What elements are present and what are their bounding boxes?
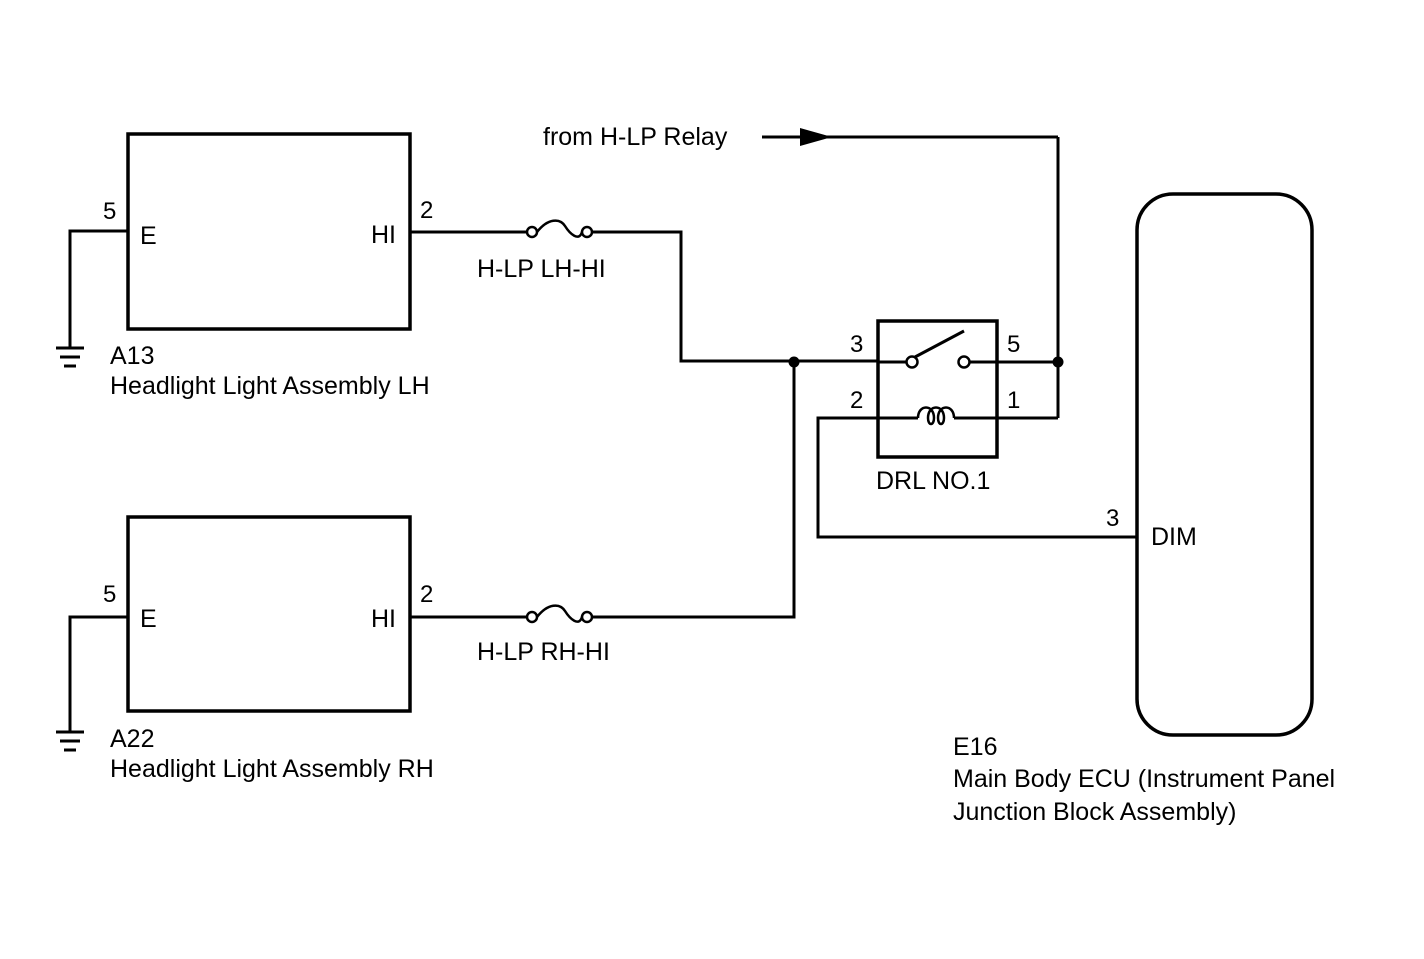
rh-fuse-label: H-LP RH-HI xyxy=(477,638,610,666)
ecu-pin-label: DIM xyxy=(1151,523,1197,551)
lh-pin-hi-label: HI xyxy=(371,221,396,249)
headlight-lh-box xyxy=(126,132,412,331)
rh-pin-hi-number: 2 xyxy=(420,581,433,608)
dim-wire xyxy=(816,416,1137,539)
relay-pin-5: 5 xyxy=(1007,331,1020,358)
lh-fuse-label: H-LP LH-HI xyxy=(477,255,606,283)
drl-relay: 3 5 2 1 DRL NO.1 xyxy=(850,319,1058,495)
lh-pin-e-label: E xyxy=(140,222,157,250)
lh-pin-e-number: 5 xyxy=(103,198,116,225)
rh-connector-code: A22 xyxy=(110,725,154,753)
headlight-lh: 5 E 2 HI A13 Headlight Light Assembly LH xyxy=(103,132,433,400)
ecu-connector-code: E16 xyxy=(953,733,997,761)
lh-ground-icon xyxy=(56,229,128,368)
headlight-rh: 5 E 2 HI A22 Headlight Light Assembly RH xyxy=(103,515,434,783)
relay-pin-2: 2 xyxy=(850,387,863,414)
h-lp-relay-label: from H-LP Relay xyxy=(543,123,728,151)
ecu-box xyxy=(1135,192,1314,737)
main-body-ecu: 3 DIM E16 Main Body ECU (Instrument Pane… xyxy=(953,192,1335,826)
rh-ground-icon xyxy=(56,615,128,752)
lh-hi-wire: H-LP LH-HI xyxy=(410,219,878,363)
relay-switch-icon xyxy=(878,329,1058,369)
relay-pin-1: 1 xyxy=(1007,387,1020,414)
lh-connector-code: A13 xyxy=(110,342,154,370)
relay-coil-icon xyxy=(878,406,1058,426)
relay-pin-3: 3 xyxy=(850,331,863,358)
lh-component-name: Headlight Light Assembly LH xyxy=(110,372,430,400)
rh-pin-e-label: E xyxy=(140,605,157,633)
h-lp-relay-feed: from H-LP Relay xyxy=(543,123,1064,418)
lh-fuse-icon xyxy=(525,219,594,239)
junction-dot-left xyxy=(788,356,800,368)
rh-fuse-icon xyxy=(525,604,594,624)
lh-pin-hi-number: 2 xyxy=(420,197,433,224)
ecu-name-line2: Junction Block Assembly) xyxy=(953,798,1236,826)
drl-relay-name: DRL NO.1 xyxy=(876,467,990,495)
rh-pin-e-number: 5 xyxy=(103,581,116,608)
rh-component-name: Headlight Light Assembly RH xyxy=(110,755,434,783)
arrow-right-icon xyxy=(800,128,832,146)
rh-pin-hi-label: HI xyxy=(371,605,396,633)
ecu-name-line1: Main Body ECU (Instrument Panel xyxy=(953,765,1335,793)
rh-hi-wire: H-LP RH-HI xyxy=(410,361,796,666)
ecu-pin-number: 3 xyxy=(1106,505,1119,532)
drl-relay-box xyxy=(876,319,999,459)
headlight-rh-box xyxy=(126,515,412,713)
